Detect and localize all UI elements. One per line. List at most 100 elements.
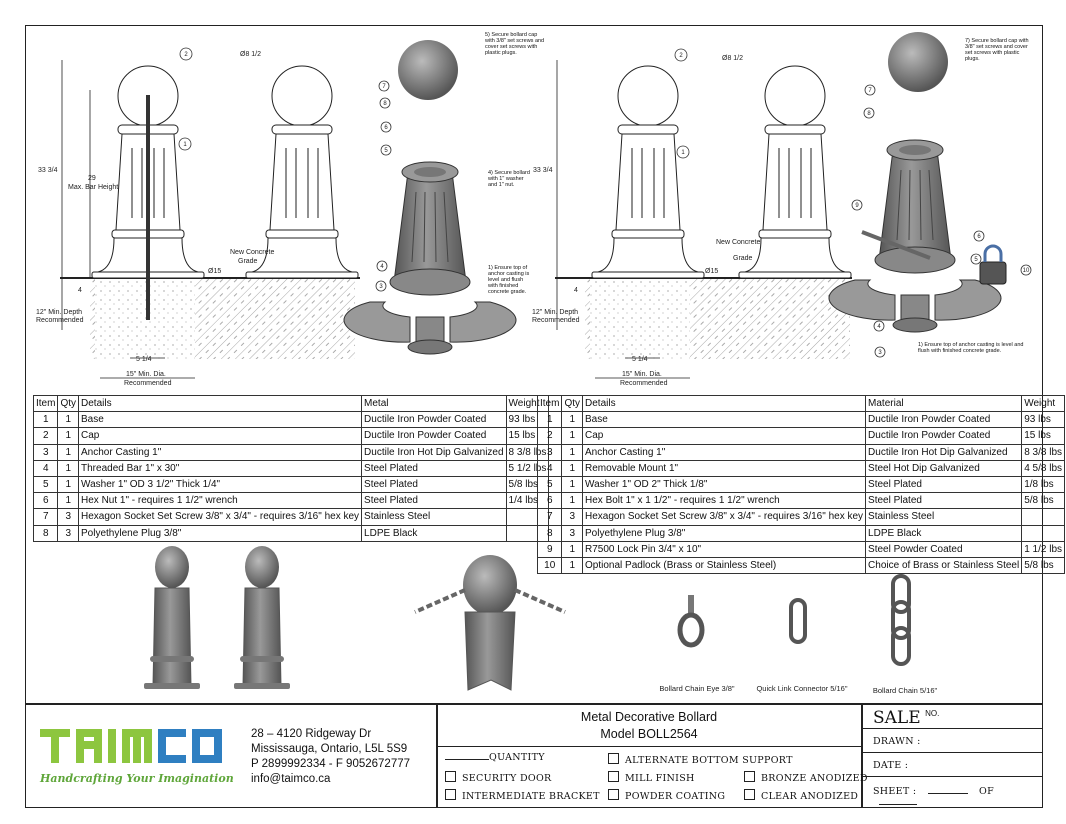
option-bronze-anodized[interactable]: BRONZE ANODIZED (744, 771, 868, 784)
cell-item: 4 (536, 459, 563, 477)
balloon-9: 9 (855, 203, 859, 209)
bollard-elevation-view (245, 65, 359, 279)
cell-weight: 5/8 lbs (1021, 556, 1066, 575)
bollard-with-chain-render (414, 555, 566, 691)
cell-item: 10 (536, 556, 563, 575)
checkbox[interactable] (608, 789, 619, 800)
drawn-field[interactable]: DRAWN : (863, 729, 1043, 753)
cell-weight: 93 lbs (1021, 411, 1066, 429)
cell-material: Steel Hot Dip Galvanized (865, 459, 1023, 477)
balloon-4: 4 (380, 264, 384, 270)
cell-qty: 3 (561, 524, 584, 542)
option-powder-coating[interactable]: POWDER COATING (608, 789, 725, 802)
balloon-3: 3 (379, 284, 383, 290)
logo-tagline: Handcrafting Your Imagination (40, 772, 234, 785)
option-intermediate-bracket[interactable]: INTERMEDIATE BRACKET (445, 789, 600, 802)
cell-details: Hexagon Socket Set Screw 3/8" x 3/4" - r… (78, 508, 363, 526)
cell-details: Washer 1" OD 2" Thick 1/8" (582, 475, 867, 494)
model-number: Model BOLL2564 (600, 727, 698, 741)
cell-qty: 1 (57, 411, 80, 429)
balloon-8: 8 (383, 101, 387, 107)
cell-qty: 1 (57, 443, 80, 461)
balloon-8: 8 (867, 111, 871, 117)
cell-material: Choice of Brass or Stainless Steel (865, 556, 1023, 575)
cell-material: Steel Plated (361, 475, 507, 494)
label-grade: Grade (238, 258, 258, 265)
header-weight: Weight (1021, 394, 1066, 413)
option-label: SECURITY DOOR (462, 773, 552, 784)
cell-material: Ductile Iron Powder Coated (361, 427, 507, 445)
dim-anchor-width: 5 1/4 (632, 356, 648, 363)
cell-material: Steel Plated (361, 459, 507, 477)
cap-ball-3d (398, 40, 458, 100)
cell-material: Steel Powder Coated (865, 540, 1023, 558)
cell-material: Steel Plated (361, 492, 507, 510)
checkbox[interactable] (744, 789, 755, 800)
note-anchor: 1) Ensure top of anchor casting is level… (488, 265, 530, 295)
address-line: Mississauga, Ontario, L5L 5S9 (251, 743, 408, 755)
cell-details: Hex Nut 1" - requires 1 1/2" wrench (78, 492, 363, 510)
balloon-7: 7 (868, 88, 872, 94)
accessory-label: Quick Link Connector 5/16" (756, 684, 847, 693)
cell-material: Ductile Iron Powder Coated (865, 427, 1023, 445)
option-alternate-bottom-support[interactable]: ALTERNATE BOTTOM SUPPORT (608, 753, 793, 766)
header-material: Material (865, 394, 1023, 413)
checkbox[interactable] (445, 789, 456, 800)
cell-item: 5 (32, 475, 59, 494)
cell-qty: 1 (561, 427, 584, 445)
checkbox[interactable] (445, 771, 456, 782)
label-new-concrete: New Concrete (230, 249, 274, 256)
cell-material: Steel Plated (865, 475, 1023, 494)
cell-item: 3 (32, 443, 59, 461)
bollard-elevation-view-removable (738, 65, 852, 279)
checkbox[interactable] (608, 771, 619, 782)
dim-hole-dia: 15" Min. Dia. (126, 371, 166, 378)
item-balloons (178, 47, 1032, 358)
dim-bar-height: 29 (88, 175, 96, 182)
sale-no-label: NO. (925, 709, 940, 718)
date-field[interactable]: DATE : (863, 753, 1043, 777)
balloon-5: 5 (974, 257, 978, 263)
header-details: Details (78, 394, 363, 413)
header-item: Item (536, 394, 563, 413)
cell-material: Ductile Iron Hot Dip Galvanized (865, 443, 1023, 461)
note-nut: 4) Secure bollard with 1" washer and 1" … (488, 170, 530, 188)
checkbox[interactable] (608, 753, 619, 764)
cell-qty: 1 (561, 556, 584, 575)
phone-fax: P 2899992334 - F 9052672777 (251, 758, 411, 770)
cell-weight (1021, 508, 1066, 526)
cell-details: Hex Bolt 1" x 1 1/2" - requires 1 1/2" w… (582, 492, 867, 510)
cell-details: Cap (78, 427, 363, 445)
cell-details: Base (582, 411, 867, 429)
dim-base-dia: Ø15 (705, 268, 718, 275)
cell-weight (1021, 524, 1066, 542)
cell-details: Anchor Casting 1" (582, 443, 867, 461)
sale-no-field[interactable]: SALE NO. (863, 705, 1043, 729)
checkbox[interactable] (744, 771, 755, 782)
option-security-door[interactable]: SECURITY DOOR (445, 771, 552, 784)
quantity-field[interactable]: QUANTITY (445, 752, 545, 763)
cell-details: Anchor Casting 1" (78, 443, 363, 461)
cell-item: 8 (536, 524, 563, 542)
sheet-field[interactable]: SHEET : OF (863, 777, 1043, 808)
accessory-label: Bollard Chain 5/16" (873, 686, 938, 695)
company-address: 28 – 4120 Ridgeway Dr Mississauga, Ontar… (251, 727, 410, 787)
option-clear-anodized[interactable]: CLEAR ANODIZED (744, 789, 858, 802)
table-header-row: Item Qty Details Material Weight (536, 394, 1066, 413)
dim-base-dia: Ø15 (208, 268, 221, 275)
drawn-label: DRAWN : (873, 736, 921, 747)
bollard-render-side (234, 546, 290, 689)
option-mill-finish[interactable]: MILL FINISH (608, 771, 695, 784)
cell-qty: 1 (561, 411, 584, 429)
cell-material: LDPE Black (361, 524, 507, 542)
header-metal: Metal (361, 394, 507, 413)
date-label: DATE : (873, 760, 909, 771)
